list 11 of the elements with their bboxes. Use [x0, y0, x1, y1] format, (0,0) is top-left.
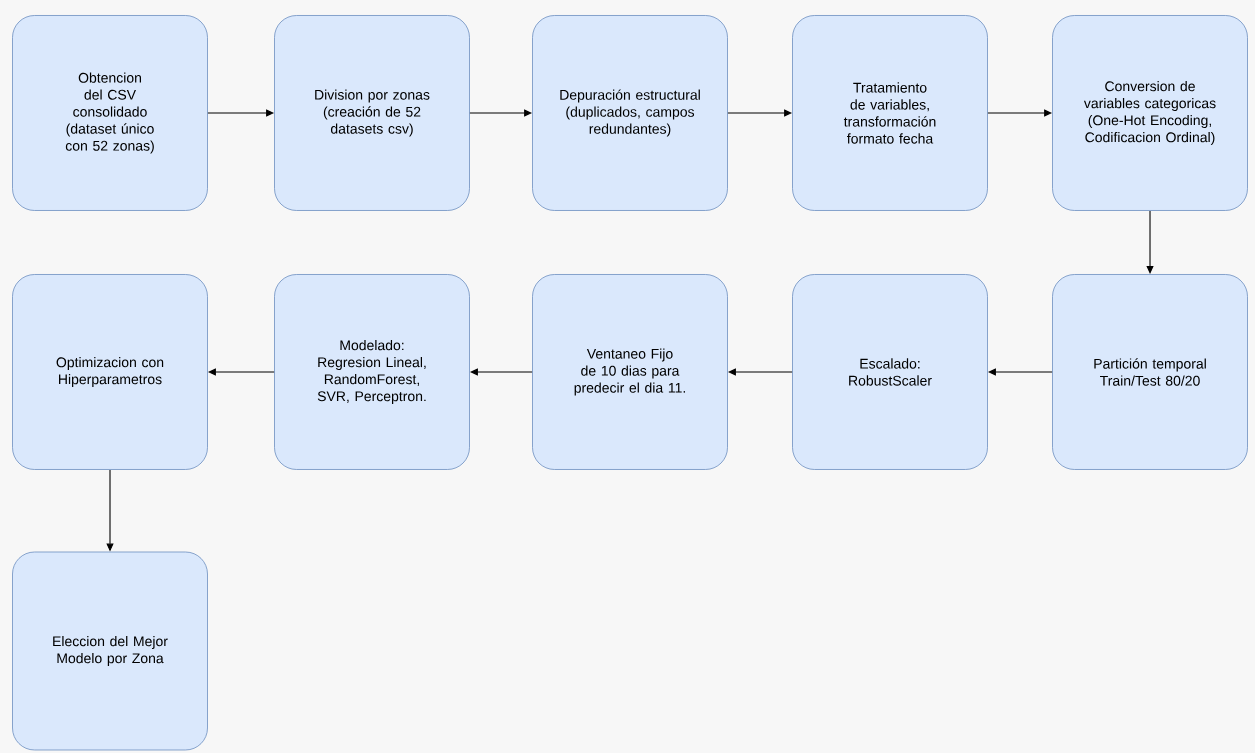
- process-box: Obtencion del CSV consolidado (dataset único con 52 zonas): [12, 15, 208, 211]
- process-box: Ventaneo Fijo de 10 dias para predecir el dia 11.: [532, 274, 728, 470]
- process-box: Optimizacion con Hiperparametros: [12, 274, 208, 470]
- process-box: Conversion de variables categoricas (One-Hot Encoding, Codificacion Ordinal): [1052, 15, 1248, 211]
- process-box: Depuración estructural (duplicados, campos redundantes): [532, 15, 728, 211]
- process-box: Partición temporal Train/Test 80/20: [1052, 274, 1248, 470]
- process-box: Escalado: RobustScaler: [792, 274, 988, 470]
- process-box: Tratamiento de variables, transformación formato fecha: [792, 15, 988, 211]
- process-box: Division por zonas (creación de 52 datasets csv): [274, 15, 470, 211]
- process-box: Eleccion del Mejor Modelo por Zona: [12, 551, 208, 751]
- process-box: Modelado: Regresion Lineal, RandomForest, SVR, Perceptron.: [274, 274, 470, 470]
